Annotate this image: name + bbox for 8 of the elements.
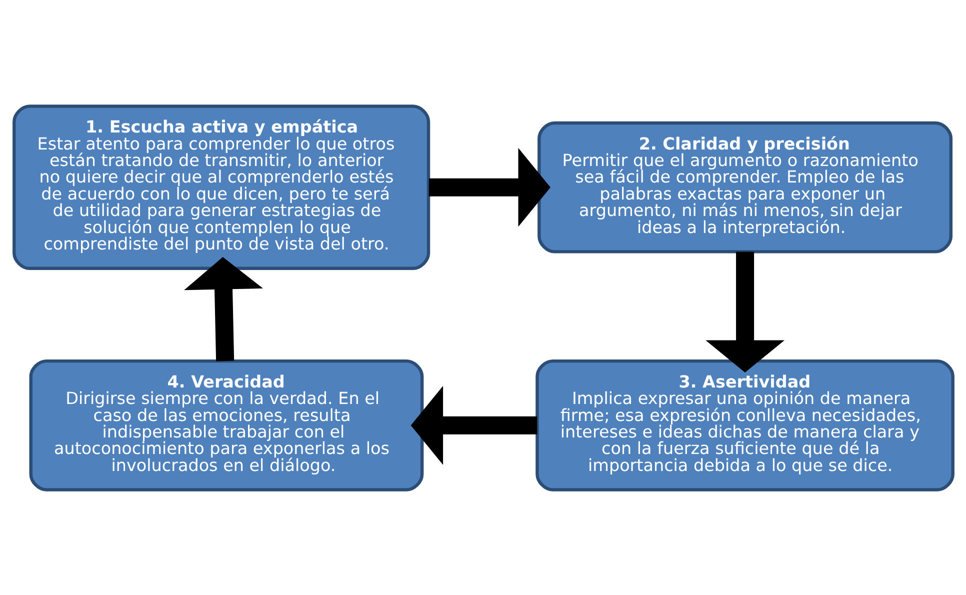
arrow: [184, 256, 262, 361]
node-box: 3. Asertividad Implica expresar una opinión de manera firme; esa expresión conlleva necesidades, intereses e ideas dichas de manera clara y con la fuerza suficiente que dé la importancia debida a lo que se dice.: [535, 358, 954, 491]
node-box: 4. Veracidad Dirigirse siempre con la verdad. En el caso de las emociones, resulta indispensable trabajar con el autoconocimiento para exponerlas a los involucrados en el diálogo.: [28, 358, 424, 491]
node-box: 2. Claridad y precisión Permitir que el argumento o razonamiento sea fácil de comprender. Empleo de las palabras exactas para exponer un argumento, ni más ni menos, sin dejar ideas a la interpretación.: [537, 120, 952, 253]
arrow: [428, 147, 550, 226]
node-box: 1. Escucha activa y empática Estar atento para comprender lo que otros están tratando de transmitir, lo anterior no quiere decir que al comprenderlo estés de acuerdo con lo que dicen, pero te será de utilidad para generar estrategias de solución que contemplen lo que comprendiste del punto de vista del otro.: [12, 104, 430, 270]
arrow: [410, 385, 537, 464]
arrow: [705, 251, 784, 372]
